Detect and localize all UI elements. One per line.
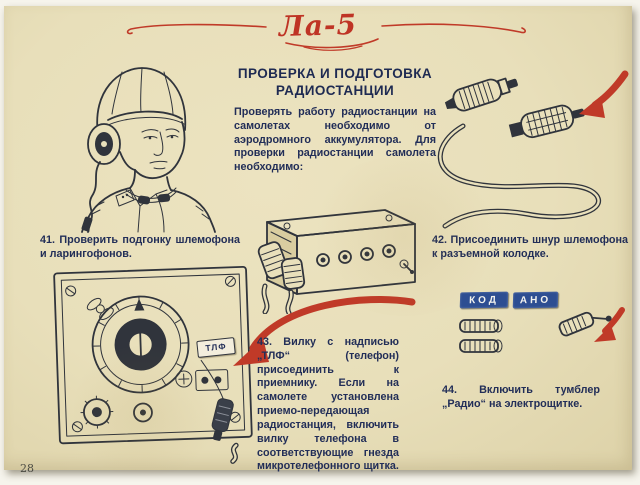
headset-connectors-illustration bbox=[437, 70, 629, 229]
red-arrow-icon bbox=[233, 295, 416, 366]
pilot-helmet-illustration bbox=[81, 67, 216, 233]
section-title-line1: ПРОВЕРКА И ПОДГОТОВКА bbox=[237, 66, 433, 81]
step-caption-42: 42. Присоединить шнур шлемофона к разъем… bbox=[432, 234, 628, 260]
step-caption-44: 44. Включить тумблер „Радио“ на электрощ… bbox=[442, 384, 600, 410]
toggle-switches-illustration bbox=[459, 307, 625, 353]
intro-paragraph: Проверять работу радиостанции на самолет… bbox=[234, 106, 436, 174]
section-title-line2: РАДИОСТАНЦИИ bbox=[275, 82, 395, 98]
red-arrow-icon bbox=[602, 307, 625, 334]
junction-block-illustration bbox=[257, 209, 416, 314]
section-title: ПРОВЕРКА И ПОДГОТОВКА РАДИОСТАНЦИИ bbox=[236, 66, 434, 100]
step-caption-43: 43. Вилку с надписью „ТЛФ“ (телефон) при… bbox=[257, 336, 399, 473]
step-caption-41: 41. Проверить подгонку шлемофона и ларин… bbox=[40, 234, 240, 260]
header-flourish-icon bbox=[126, 23, 526, 51]
scanned-page: Ла-5 ПРОВЕРКА И ПОДГОТОВКА РАДИОСТАНЦИИ … bbox=[4, 6, 632, 476]
page-number: 28 bbox=[20, 462, 34, 475]
receiver-panel-illustration bbox=[53, 266, 253, 464]
